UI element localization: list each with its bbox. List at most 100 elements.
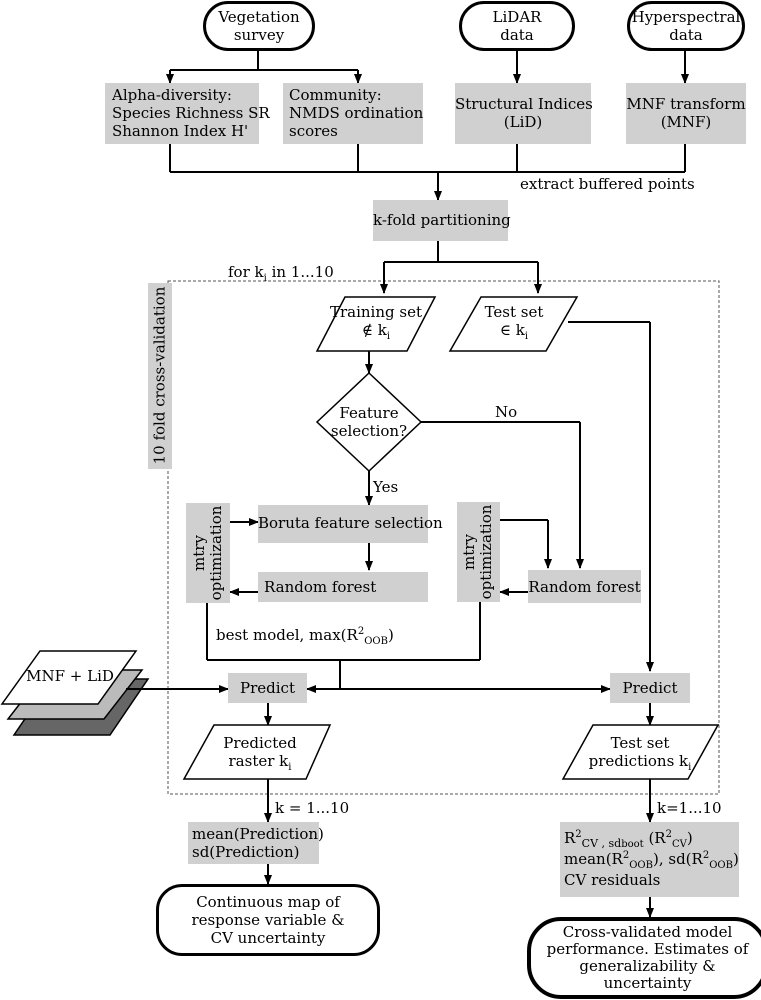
cv-model-performance-node: Cross-validated model performance. Estim… — [527, 917, 761, 999]
cv-frame — [167, 280, 720, 795]
boruta-box — [258, 505, 428, 543]
extract-buffered-points-label: extract buffered points — [520, 175, 695, 193]
predicted-raster-line1: Predicted — [223, 734, 297, 752]
mtry-right-line2: optimization — [477, 504, 495, 600]
test-predictions-line1: Test set — [610, 734, 670, 752]
yes-label: Yes — [373, 478, 399, 496]
kfold-partitioning-label: k-fold partitioning — [373, 211, 511, 229]
mtry-left-box — [186, 503, 230, 603]
kfold-partitioning-box — [373, 200, 508, 241]
mtry-left-line1: mtry — [190, 535, 208, 571]
for-ki-label: for ki in 1...10 — [228, 263, 334, 284]
cv-label-box — [148, 283, 172, 469]
best-model-sub: OOB — [364, 636, 388, 647]
mtry-left-line2: optimization — [207, 505, 225, 601]
mnf-line2: (MNF) — [660, 113, 712, 131]
cv-residuals-line: CV residuals — [564, 871, 661, 889]
community-line2: NMDS ordination — [289, 104, 424, 122]
feature-selection-line2: selection? — [330, 422, 408, 440]
training-notin-text: ∉ k — [361, 321, 387, 339]
sd-r-text: ), sd(R — [652, 850, 703, 868]
mean-r-text: mean(R — [564, 850, 623, 868]
test-set-shape — [448, 296, 579, 352]
sd-r-sup: 2 — [702, 850, 710, 861]
training-set-shape — [315, 296, 437, 352]
test-set-in: ∈ ki — [464, 321, 564, 342]
cv-stats-line2: mean(R2OOB), sd(R2OOB) — [564, 849, 739, 871]
cv-sd-r-sup: 2 — [665, 829, 672, 840]
mean-r-sub: OOB — [629, 860, 653, 871]
for-ki-sub: i — [263, 273, 267, 284]
sd-prediction-line: sd(Prediction) — [192, 843, 300, 861]
vegetation-survey-line1: Vegetation — [218, 8, 300, 26]
cv-r-sub: CV , sd — [581, 837, 622, 850]
alpha-diversity-box — [105, 83, 259, 144]
vegetation-survey-line2: survey — [233, 26, 285, 44]
continuous-map-line2: response variable & — [191, 911, 345, 929]
test-in-text: ∈ k — [499, 321, 525, 339]
best-model-label: best model, max(R2OOB) — [216, 626, 394, 647]
mtry-right-box — [457, 502, 500, 602]
test-predictions-label: Test set predictions ki — [580, 734, 700, 773]
training-set-notin: ∉ ki — [326, 321, 426, 342]
mnf-transform-box — [626, 83, 746, 144]
structural-indices-text: Structural Indices (LiD) — [455, 95, 593, 131]
mnf-lid-label: MNF + LiD — [26, 667, 114, 685]
continuous-map-line3: CV uncertainty — [210, 929, 326, 947]
structural-line1: Structural Indices — [455, 95, 593, 113]
predict-left-box — [228, 673, 307, 703]
training-set-title: Training set — [329, 303, 422, 321]
hyperspectral-line2: data — [669, 26, 703, 44]
test-predictions-sub: i — [688, 762, 692, 773]
for-ki-range: in 1...10 — [266, 263, 334, 281]
mtry-left-label: mtry optimization — [190, 503, 225, 603]
test-predictions-shape — [561, 724, 720, 780]
cv-perf-line4: uncertainty — [603, 974, 692, 992]
k-right-label: k=1...10 — [657, 799, 722, 817]
mtry-right-line1: mtry — [460, 534, 478, 570]
mean-sd-prediction-box — [188, 822, 319, 864]
cv-r-sup: 2 — [575, 829, 582, 840]
random-forest-left-label: Random forest — [264, 578, 377, 596]
community-text: Community: NMDS ordination scores — [289, 86, 423, 140]
cv-sd-r-sub: CV — [671, 839, 687, 850]
alpha-diversity-text: Alpha-diversity: Species Richness SR Sha… — [112, 86, 270, 140]
sd-r-sub: OOB — [709, 860, 733, 871]
predicted-raster-shape — [182, 724, 332, 780]
best-model-end: ) — [387, 626, 394, 644]
mean-sd-prediction-text: mean(Prediction) sd(Prediction) — [192, 825, 324, 861]
predicted-raster-text: raster k — [228, 752, 289, 770]
mnf-line1: MNF transform — [626, 95, 746, 113]
mnf-transform-text: MNF transform (MNF) — [626, 95, 746, 131]
no-label: No — [495, 403, 518, 421]
cv-perf-line3: generalizability & — [579, 957, 716, 975]
random-forest-right-label: Random forest — [528, 578, 641, 596]
lidar-data-node: LiDAR data — [459, 1, 575, 51]
boruta-label: Boruta feature selection — [258, 514, 443, 532]
test-in-sub: i — [524, 331, 529, 342]
training-notin-sub: i — [386, 331, 391, 342]
test-predictions-line2: predictions ki — [580, 752, 700, 773]
predict-left-label: Predict — [240, 679, 295, 697]
cv-r-text: R — [564, 829, 576, 847]
structural-line2: (LiD) — [503, 113, 543, 131]
k-left-label: k = 1...10 — [275, 799, 350, 817]
hyperspectral-data-node: Hyperspectral data — [627, 1, 745, 51]
mean-r-sup: 2 — [622, 850, 630, 861]
continuous-map-line1: Continuous map of — [196, 893, 340, 911]
hyperspectral-line1: Hyperspectral — [631, 8, 741, 26]
for-ki-text: for k — [228, 263, 264, 281]
mean-prediction-line: mean(Prediction) — [192, 825, 324, 843]
test-set-label: Test set ∈ ki — [464, 303, 564, 342]
sd-close: ) — [732, 850, 739, 868]
alpha-line3: Shannon Index H' — [112, 122, 249, 140]
cv-close: ) — [686, 829, 693, 847]
lidar-line1: LiDAR — [492, 8, 542, 26]
mnf-lid-layer-1 — [0, 650, 138, 705]
training-set-label: Training set ∉ ki — [326, 303, 426, 342]
test-predictions-text: predictions k — [588, 752, 689, 770]
cv-label: 10 fold cross-validation — [150, 286, 169, 465]
community-line1: Community: — [289, 86, 382, 104]
predict-right-box — [610, 673, 690, 703]
